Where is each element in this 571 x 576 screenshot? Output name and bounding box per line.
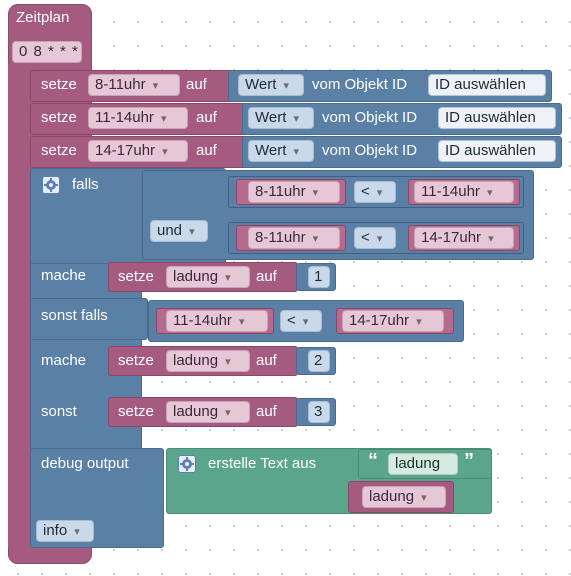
auf-label: auf	[256, 352, 277, 369]
close-quote-icon: ”	[464, 450, 474, 472]
gear-icon[interactable]	[178, 455, 196, 473]
sonst-falls-label: sonst falls	[41, 307, 108, 324]
cron-field[interactable]: 0 8 * * *	[12, 41, 82, 63]
variable-dropdown[interactable]: 14-17uhr	[414, 227, 514, 249]
open-quote-icon: “	[368, 450, 378, 472]
setze-label: setze	[118, 352, 154, 369]
variable-dropdown[interactable]: 11-14uhr	[414, 181, 514, 203]
select-id-button[interactable]: ID auswählen	[428, 74, 546, 96]
sonst-label: sonst	[41, 403, 77, 420]
object-id-label: vom Objekt ID	[322, 109, 418, 126]
elseif-block-arm	[30, 298, 148, 340]
object-id-label: vom Objekt ID	[312, 76, 408, 93]
variable-dropdown[interactable]: 8-11uhr	[248, 227, 340, 249]
mache-label: mache	[41, 352, 87, 369]
schedule-body-fill	[8, 64, 30, 554]
select-id-button[interactable]: ID auswählen	[438, 107, 556, 129]
value-dropdown[interactable]: Wert	[238, 74, 304, 96]
variable-dropdown[interactable]: ladung	[166, 401, 250, 423]
create-text-label: erstelle Text aus	[208, 455, 317, 472]
variable-dropdown[interactable]: 14-17uhr	[88, 140, 188, 162]
value-dropdown[interactable]: Wert	[248, 140, 314, 162]
setze-label: setze	[41, 109, 77, 126]
auf-label: auf	[196, 142, 217, 159]
setze-label: setze	[118, 403, 154, 420]
auf-label: auf	[256, 403, 277, 420]
operator-dropdown[interactable]: <	[354, 227, 396, 249]
text-value-field[interactable]: ladung	[388, 453, 458, 475]
setze-label: setze	[118, 268, 154, 285]
object-id-label: vom Objekt ID	[322, 142, 418, 159]
and-operator-dropdown[interactable]: und	[150, 220, 208, 242]
variable-dropdown[interactable]: 11-14uhr	[88, 107, 188, 129]
value-dropdown[interactable]: Wert	[248, 107, 314, 129]
auf-label: auf	[256, 268, 277, 285]
gear-icon[interactable]	[42, 176, 60, 194]
schedule-footer	[8, 548, 92, 564]
operator-dropdown[interactable]: <	[280, 310, 322, 332]
mache-label: mache	[41, 267, 87, 284]
number-field[interactable]: 2	[308, 350, 330, 372]
auf-label: auf	[196, 109, 217, 126]
setze-label: setze	[41, 142, 77, 159]
number-field[interactable]: 3	[308, 401, 330, 423]
operator-dropdown[interactable]: <	[354, 181, 396, 203]
variable-dropdown[interactable]: 14-17uhr	[342, 310, 444, 332]
log-level-dropdown[interactable]: info	[36, 520, 94, 542]
select-id-button[interactable]: ID auswählen	[438, 140, 556, 162]
auf-label: auf	[186, 76, 207, 93]
falls-label: falls	[72, 176, 99, 193]
variable-dropdown[interactable]: 11-14uhr	[166, 310, 268, 332]
variable-dropdown[interactable]: 8-11uhr	[88, 74, 180, 96]
debug-output-label: debug output	[41, 455, 129, 472]
variable-dropdown[interactable]: ladung	[166, 266, 250, 288]
variable-dropdown[interactable]: ladung	[362, 486, 446, 508]
variable-dropdown[interactable]: ladung	[166, 350, 250, 372]
number-field[interactable]: 1	[308, 266, 330, 288]
setze-label: setze	[41, 76, 77, 93]
variable-dropdown[interactable]: 8-11uhr	[248, 181, 340, 203]
schedule-label: Zeitplan	[16, 9, 70, 26]
